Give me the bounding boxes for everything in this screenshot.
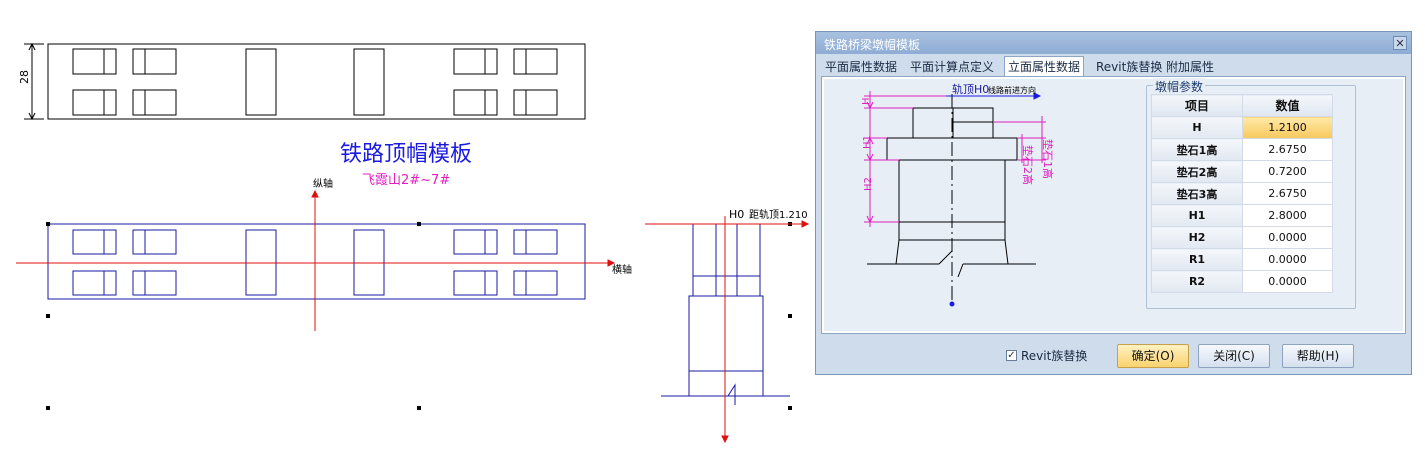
tab-revit-replace[interactable]: Revit族替换 [1096,60,1163,74]
param-value-cell[interactable]: 2.6750 [1242,138,1333,161]
tab-elevation-attributes[interactable]: 立面属性数据 [1004,56,1085,77]
dialog-titlebar[interactable]: 铁路桥梁墩帽模板 ✕ [816,32,1411,54]
param-value-cell[interactable]: 2.8000 [1242,204,1333,227]
axis-x-label: 横轴 [612,263,632,276]
param-name: H [1151,116,1243,139]
param-value-cell[interactable]: 0.0000 [1242,248,1333,271]
preview-h-label: H [861,97,872,105]
param-name: H2 [1151,226,1243,249]
check-icon: ✓ [1007,350,1016,361]
preview-h1-label: H1 [862,135,873,149]
tab-plan-calc-points[interactable]: 平面计算点定义 [910,60,995,74]
revit-replace-label[interactable]: Revit族替换 [1021,349,1088,363]
axis-y-label: 纵轴 [313,177,333,190]
drawing-title: 铁路顶帽模板 [340,142,472,167]
ok-button[interactable]: 确定(O) [1117,344,1189,368]
dialog-title: 铁路桥梁墩帽模板 [824,38,921,52]
preview-direction-label: 线路前进方向 [988,85,1036,95]
close-icon[interactable]: ✕ [1393,36,1407,50]
preview-h2-label: H2 [863,177,874,191]
header-value: 数值 [1242,94,1333,117]
dimension-28-label: 28 [18,70,31,84]
rail-distance-label: 距轨顶1.210 [749,208,808,221]
param-value-cell[interactable]: 0.0000 [1242,270,1333,293]
group-label: 墩帽参数 [1153,78,1206,95]
param-name: R1 [1151,248,1243,271]
grip-points[interactable] [46,222,792,410]
elevation-preview: 轨顶H0 线路前进方向 H H1 H2 垫石1高 垫石2高 [861,82,1055,309]
preview-pad1-label: 垫石1高 [1041,139,1055,179]
help-button[interactable]: 帮助(H) [1282,344,1354,368]
revit-replace-checkbox[interactable]: ✓ [1006,350,1017,361]
param-name: 垫石1高 [1151,138,1243,161]
param-name: H1 [1151,204,1243,227]
param-value-cell[interactable]: 0.7200 [1242,160,1333,183]
preview-rail-label: 轨顶H0 [952,82,989,96]
tab-plan-attributes[interactable]: 平面属性数据 [825,60,898,74]
elevation-axes [645,216,810,444]
param-name: R2 [1151,270,1243,293]
param-name: 垫石2高 [1151,160,1243,183]
preview-pad2-label: 垫石2高 [1021,145,1035,185]
table-header-row: 项目 数值 [1151,94,1333,117]
param-value-cell[interactable]: 0.0000 [1242,226,1333,249]
h0-label: H0 [729,208,744,221]
param-name: 垫石3高 [1151,182,1243,205]
plan-axes [16,189,616,331]
tab-panel: 轨顶H0 线路前进方向 H H1 H2 垫石1高 垫石2高 墩帽参数 项目 数值… [821,76,1406,334]
close-button[interactable]: 关闭(C) [1198,344,1270,368]
param-value-cell[interactable]: 1.2100 [1242,116,1333,139]
top-plan-view [24,42,586,121]
elevation-view [661,223,790,405]
bottom-plan-view [47,223,586,300]
dialog-footer: ✓ Revit族替换 确定(O) 关闭(C) 帮助(H) [816,337,1411,375]
bridge-cap-template-dialog: 铁路桥梁墩帽模板 ✕ 平面属性数据 平面计算点定义 立面属性数据 Revit族替… [815,31,1412,375]
elevation-panel: 轨顶H0 线路前进方向 H H1 H2 垫石1高 垫石2高 墩帽参数 项目 数值… [824,78,1403,331]
tab-extra-attributes[interactable]: 附加属性 [1166,60,1215,74]
header-item: 项目 [1151,94,1243,117]
param-value-cell[interactable]: 2.6750 [1242,182,1333,205]
drawing-subtitle: 飞霞山2#~7# [362,173,450,188]
